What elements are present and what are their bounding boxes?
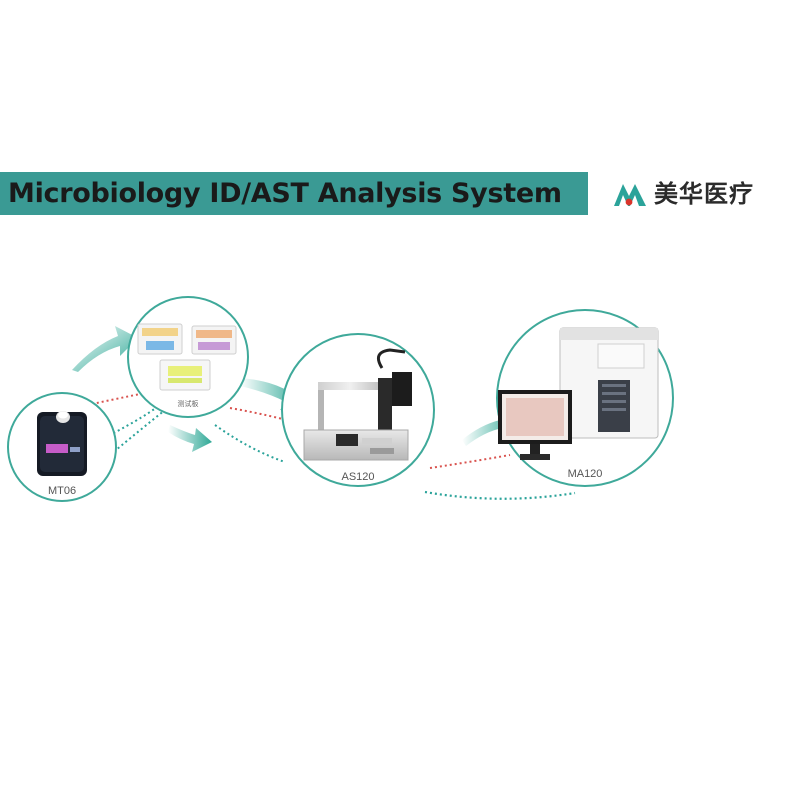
as120-label: AS120: [341, 471, 374, 483]
brand: 美华医疗: [612, 178, 792, 210]
plates-label: 测试板: [178, 399, 199, 408]
device-ma120: MA120: [496, 309, 674, 487]
arrow-mt06-to-as120: [168, 425, 212, 452]
test-plates-icon: [137, 323, 237, 391]
device-as120: AS120: [281, 333, 435, 487]
title-banner: Microbiology ID/AST Analysis System: [0, 172, 588, 215]
ma120-label: MA120: [568, 468, 603, 480]
inoculator-icon: [303, 348, 412, 461]
device-test-plates: 测试板: [127, 296, 249, 418]
turbidimeter-icon: [37, 411, 87, 476]
brand-name: 美华医疗: [654, 180, 754, 208]
device-mt06: MT06: [7, 392, 117, 502]
mt06-label: MT06: [48, 485, 76, 497]
analyzer-with-monitor-icon: [498, 327, 659, 460]
meihua-mountain-logo-icon: [614, 184, 646, 206]
page-title: Microbiology ID/AST Analysis System: [8, 178, 562, 209]
arrow-mt06-to-plates: [72, 326, 138, 372]
